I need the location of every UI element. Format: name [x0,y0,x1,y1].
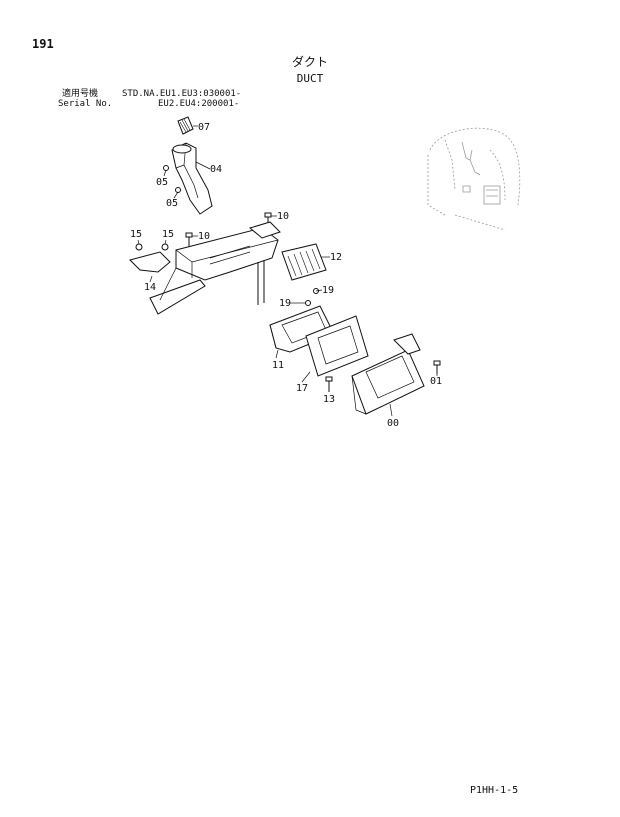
machine-location-inset [427,127,521,231]
serial-label-english: Serial No. [58,99,113,109]
part-10-bolt-lower [185,232,193,248]
serial-value-line2: EU2.EU4:200001- [158,99,240,109]
callout-07: 07 [198,122,210,133]
callout-19-left: 19 [279,298,291,309]
leader-lines [137,125,438,417]
part-19-fastener-b [305,300,311,306]
title-japanese: ダクト [291,55,328,69]
page-number: 191 [32,37,54,51]
callout-labels: 07 04 05 05 10 15 15 10 12 14 19 19 11 1… [130,122,442,429]
part-17-gasket-plate [305,315,369,377]
callout-10-upper: 10 [277,211,289,222]
callout-05-lower: 05 [166,198,178,209]
callout-15-right: 15 [162,229,174,240]
callout-19-right: 19 [322,285,334,296]
callout-05-upper: 05 [156,177,168,188]
callout-10-lower: 10 [198,231,210,242]
part-01-screw [433,360,441,374]
part-15-bolt-right [161,243,169,251]
part-13-bolt [325,376,333,392]
part-00-duct-housing [351,333,425,415]
part-14-bracket-assembly [129,221,281,315]
part-05-clip-lower [175,187,181,193]
callout-14: 14 [144,282,156,293]
serial-value-line1: STD.NA.EU1.EU3:030001- [122,89,242,99]
callout-15-left: 15 [130,229,142,240]
callout-17: 17 [296,383,308,394]
title-english: DUCT [296,72,324,85]
part-15-bolt-left [135,243,143,251]
part-07-grille [177,116,194,135]
page-code: P1HH-1-5 [470,785,519,796]
part-05-clip-upper [163,165,169,171]
part-04-air-duct [171,142,213,215]
callout-13: 13 [323,394,335,405]
callout-01: 01 [430,376,442,387]
callout-00: 00 [387,418,399,429]
serial-label-japanese: 適用号機 [62,89,99,99]
callout-12: 12 [330,252,342,263]
callout-11: 11 [272,360,284,371]
part-12-filter [281,243,327,281]
callout-04: 04 [210,164,222,175]
